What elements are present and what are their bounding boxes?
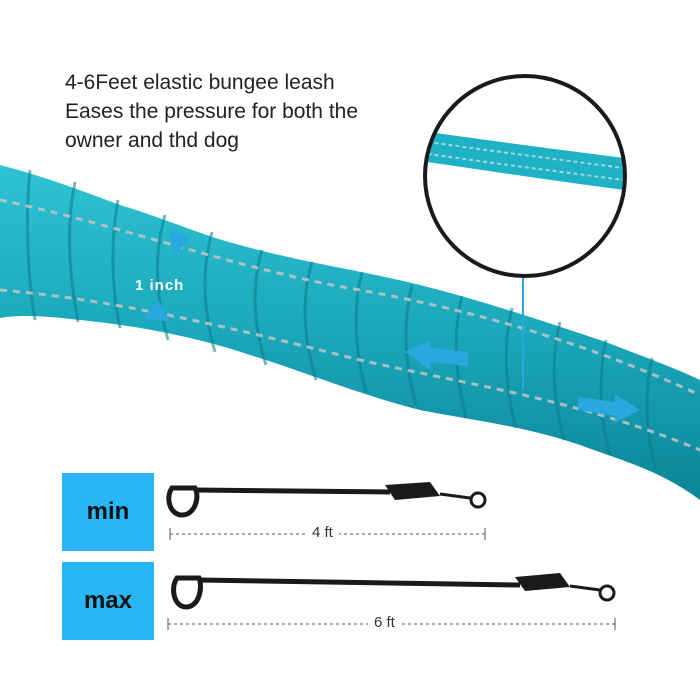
headline-line-3: owner and thd dog xyxy=(65,129,239,152)
leash-min xyxy=(166,482,487,518)
width-indicator xyxy=(145,228,190,322)
stretch-arrow-right xyxy=(578,394,640,423)
headline-line-1: 4-6Feet elastic bungee leash xyxy=(65,71,335,94)
leash-max xyxy=(171,573,616,610)
min-label-box: min xyxy=(62,473,154,551)
min-length-label: 4 ft xyxy=(306,524,339,541)
max-label: max xyxy=(83,587,133,614)
stretch-arrows xyxy=(405,340,640,423)
max-length-label: 6 ft xyxy=(368,614,401,631)
zoom-detail-circle xyxy=(423,74,627,278)
stretch-arrow-left xyxy=(405,340,468,370)
headline: 4-6Feet elastic bungee leash Eases the p… xyxy=(65,68,405,155)
min-label: min xyxy=(86,498,130,525)
width-label: 1 inch xyxy=(135,277,185,294)
max-label-box: max xyxy=(62,562,154,640)
headline-line-2: Eases the pressure for both the xyxy=(65,100,359,123)
